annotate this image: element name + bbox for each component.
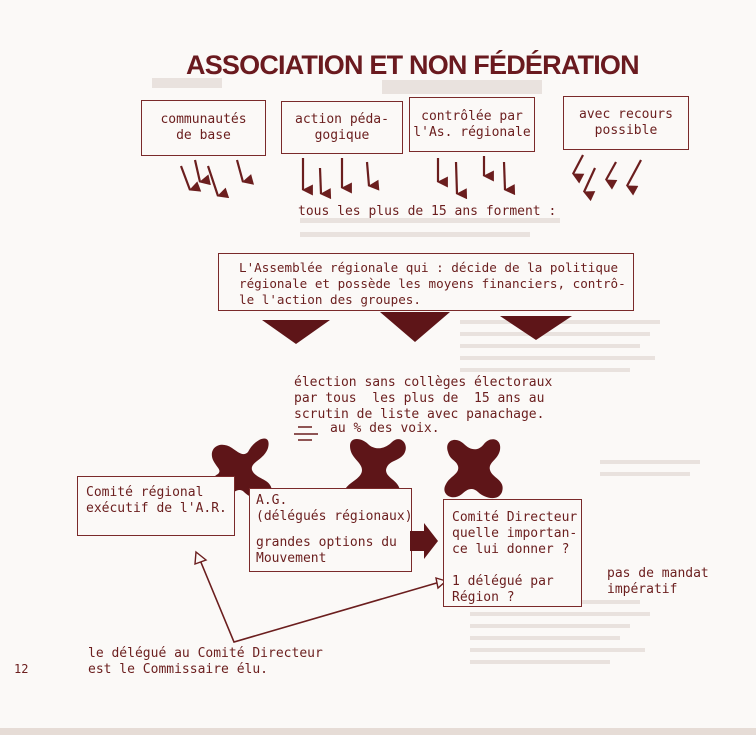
box-communautes-label: communautés de base (160, 112, 247, 143)
arrow-down (365, 161, 380, 191)
arrow-down (318, 167, 332, 200)
ag-options-text: grandes options du Mouvement (256, 535, 397, 566)
arrow-down (193, 159, 211, 186)
box-assemblee-generale: A.G. (délégués régionaux) grandes option… (249, 488, 413, 572)
box-recours-label: avec recours possible (579, 107, 673, 138)
cross-shape-right (444, 439, 503, 499)
box-recours: avec recours possible (563, 96, 689, 150)
box-action-label: action péda- gogique (295, 111, 389, 143)
big-down-arrow (380, 312, 450, 342)
box-assemblee-regionale: L'Assemblée régionale qui : décide de la… (218, 253, 634, 311)
comite-directeur-text: Comité Directeur quelle importan- ce lui… (452, 510, 578, 605)
hollow-arrowhead (194, 550, 208, 566)
right-arrow (410, 523, 438, 559)
election-text: élection sans collèges électoraux par to… (294, 375, 553, 422)
pas-de-mandat-imperatif: pas de mandat impératif (607, 566, 709, 597)
arrow-down (454, 161, 468, 200)
box-communautes-de-base: communautés de base (141, 100, 266, 156)
arrow-down (572, 154, 585, 184)
box-action-pedagogique: action péda- gogique (281, 101, 403, 154)
big-down-arrow (262, 320, 330, 344)
page-number: 12 (14, 662, 29, 676)
assemblee-text: L'Assemblée régionale qui : décide de la… (239, 260, 626, 307)
arrow-down (179, 165, 202, 192)
big-down-arrow (500, 316, 572, 340)
arrow-down (626, 159, 642, 196)
tous-les-plus-de-15-ans: tous les plus de 15 ans forment : (298, 204, 557, 219)
arrow-down (206, 165, 230, 199)
box-comite-directeur: Comité Directeur quelle importan- ce lui… (443, 499, 582, 607)
box-comite-regional: Comité régional exécutif de l'A.R. (77, 476, 235, 536)
election-percent: au % des voix. (330, 421, 440, 436)
comite-regional-text: Comité régional exécutif de l'A.R. (86, 485, 227, 516)
box-controlee: contrôlée par l'As. régionale (409, 97, 535, 152)
ag-title-text: A.G. (délégués régionaux) (256, 493, 413, 524)
arrow-down (235, 159, 254, 185)
diagram-title: ASSOCIATION ET NON FÉDÉRATION (186, 50, 640, 80)
arrow-down (605, 161, 618, 190)
arrow-down (502, 161, 516, 196)
delegue-note: le délégué au Comité Directeur est le Co… (88, 646, 323, 677)
feedback-line (199, 559, 441, 643)
box-controlee-label: contrôlée par l'As. régionale (413, 108, 531, 140)
arrow-down (583, 167, 596, 202)
